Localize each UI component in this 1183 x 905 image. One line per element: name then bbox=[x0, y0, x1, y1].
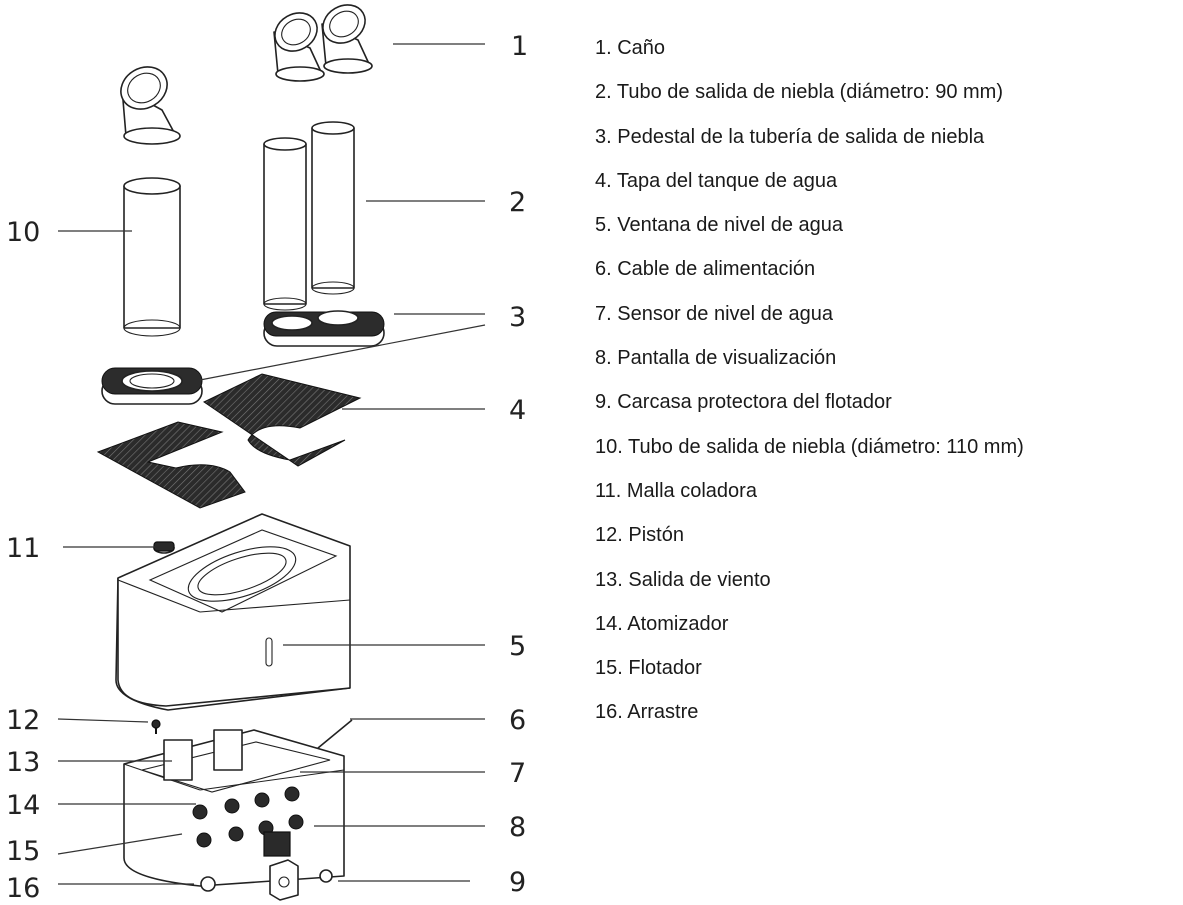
strainer-mesh-part bbox=[153, 541, 175, 554]
callout-11: 11 bbox=[6, 533, 40, 564]
parts-legend: 1. Caño 2. Tubo de salida de niebla (diá… bbox=[595, 26, 1024, 735]
callout-5: 5 bbox=[509, 631, 526, 662]
legend-item-4: 4. Tapa del tanque de agua bbox=[595, 169, 838, 192]
callout-9: 9 bbox=[509, 867, 526, 898]
float-housing-part bbox=[269, 859, 299, 901]
mist-pipe-pedestal-part bbox=[101, 310, 385, 405]
callout-16: 16 bbox=[6, 873, 40, 904]
legend-item-9: 9. Carcasa protectora del flotador bbox=[595, 391, 892, 414]
legend-item-16: 16. Arrastre bbox=[595, 701, 699, 724]
callout-10: 10 bbox=[6, 217, 40, 248]
water-tank-lid-part bbox=[96, 373, 362, 509]
callout-numbers: 1 2 3 4 5 6 7 8 9 10 11 12 13 14 15 16 bbox=[6, 31, 528, 904]
legend-item-8: 8. Pantalla de visualización bbox=[595, 347, 837, 370]
mist-tube-110mm-part bbox=[123, 177, 181, 337]
legend-item-15: 15. Flotador bbox=[595, 657, 702, 680]
callout-3: 3 bbox=[509, 302, 526, 333]
callout-1: 1 bbox=[511, 31, 528, 62]
callout-4: 4 bbox=[509, 395, 526, 426]
leader-lines bbox=[57, 43, 486, 885]
callout-13: 13 bbox=[6, 747, 40, 778]
legend-item-3: 3. Pedestal de la tubería de salida de n… bbox=[595, 125, 985, 148]
callout-14: 14 bbox=[6, 790, 40, 821]
legend-item-1: 1. Caño bbox=[595, 37, 666, 59]
spout-part bbox=[120, 4, 373, 145]
water-tank-part bbox=[115, 513, 351, 711]
callout-2: 2 bbox=[509, 187, 526, 218]
legend-item-10: 10. Tubo de salida de niebla (diámetro: … bbox=[595, 435, 1024, 458]
exploded-view-diagram: 1 2 3 4 5 6 7 8 9 10 11 12 13 14 15 16 bbox=[6, 4, 528, 904]
callout-6: 6 bbox=[509, 705, 526, 736]
legend-item-13: 13. Salida de viento bbox=[595, 568, 771, 591]
legend-item-6: 6. Cable de alimentación bbox=[595, 258, 816, 281]
callout-7: 7 bbox=[509, 758, 526, 789]
legend-item-7: 7. Sensor de nivel de agua bbox=[595, 302, 833, 325]
legend-item-2: 2. Tubo de salida de niebla (diámetro: 9… bbox=[595, 81, 1003, 104]
callout-15: 15 bbox=[6, 836, 40, 867]
legend-item-12: 12. Pistón bbox=[595, 524, 684, 547]
piston-part bbox=[151, 719, 161, 734]
legend-item-5: 5. Ventana de nivel de agua bbox=[595, 214, 843, 237]
callout-8: 8 bbox=[509, 812, 526, 843]
base-unit-part bbox=[123, 719, 353, 892]
mist-tube-90mm-part bbox=[263, 121, 355, 311]
legend-item-14: 14. Atomizador bbox=[595, 612, 729, 635]
callout-12: 12 bbox=[6, 705, 40, 736]
legend-item-11: 11. Malla coladora bbox=[595, 479, 757, 502]
